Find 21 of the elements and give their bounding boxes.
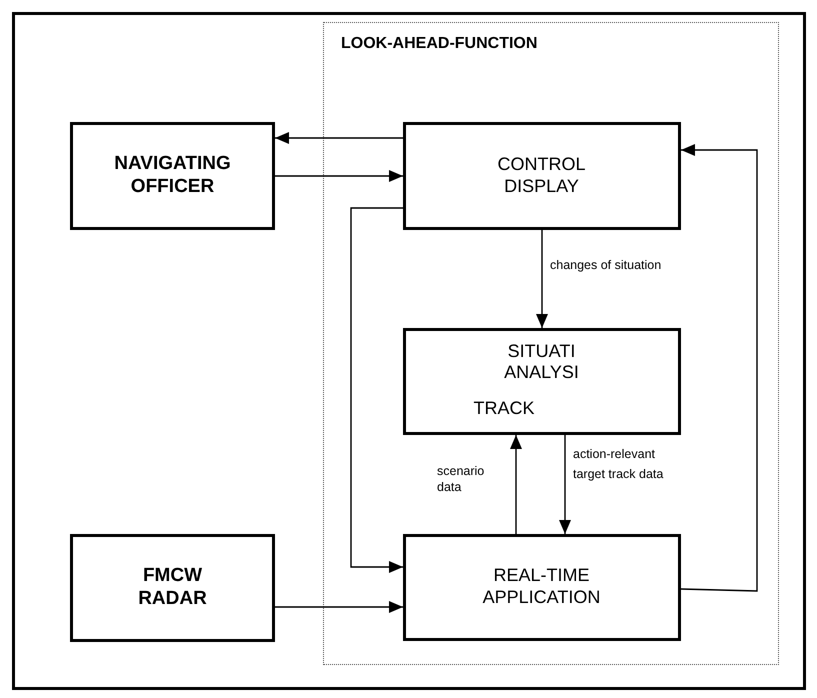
box-label: NAVIGATING OFFICER [113, 153, 232, 199]
arrow [536, 230, 548, 328]
box-label: FMCW RADAR [137, 565, 208, 611]
process-box [402, 122, 680, 230]
process-box [402, 328, 680, 434]
arrow [350, 207, 403, 573]
box-label: SITUATI ANALYSI [503, 340, 580, 384]
arrow [559, 435, 571, 534]
group-title: LOOK-AHEAD-FUNCTION [341, 35, 538, 53]
arrow [275, 170, 403, 182]
arrow [275, 601, 403, 613]
arrow [680, 144, 758, 592]
function-group-box [323, 22, 779, 665]
arrow [275, 132, 403, 144]
process-box [70, 122, 275, 230]
box-label: CONTROL DISPLAY [496, 154, 586, 198]
box-label: TRACK [474, 398, 535, 420]
process-box [402, 534, 680, 640]
box-label: REAL-TIME APPLICATION [482, 565, 602, 609]
process-box [70, 534, 275, 642]
arrow [510, 435, 522, 534]
